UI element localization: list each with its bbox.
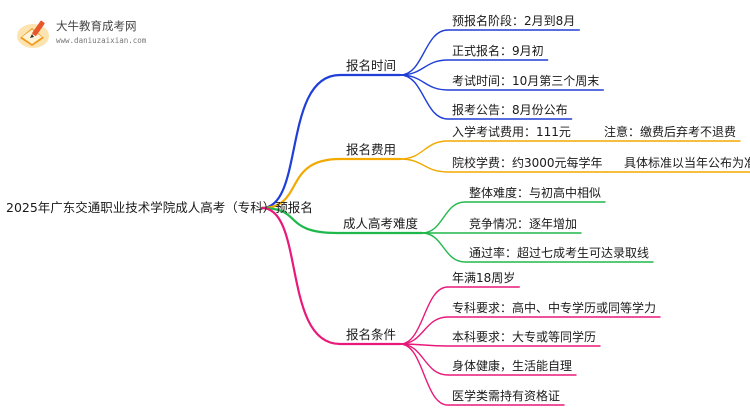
- leaf-connector-2-2: [421, 232, 654, 263]
- branch-node-2: 成人高考难度: [343, 216, 419, 231]
- branch-node-0: 报名时间: [346, 58, 397, 73]
- leaf-node-0-1: 正式报名：9月初: [452, 44, 544, 58]
- leaf-connector-1-0: [399, 140, 576, 160]
- branch-connector-2: [260, 206, 424, 235]
- logo-url: www.daniuzaixian.com: [56, 36, 147, 45]
- leaf-node-3-2: 本科要求：大专或等同学历: [452, 330, 597, 344]
- leaf-connector-3-4: [399, 343, 565, 406]
- child-node-1-1: 具体标准以当年公布为准: [624, 156, 750, 170]
- leaf-connector-0-3: [399, 74, 573, 120]
- leaf-node-3-1: 专科要求：高中、中专学历或同等学力: [452, 301, 657, 315]
- leaf-node-0-2: 考试时间：10月第三个周末: [452, 74, 600, 88]
- leaf-node-1-1: 院校学费：约3000元每学年: [452, 156, 603, 170]
- leaf-node-0-0: 预报名阶段：2月到8月: [452, 14, 576, 28]
- book-pencil-icon: [17, 20, 49, 48]
- leaf-node-2-2: 通过率：超过七成考生可达录取线: [469, 246, 650, 260]
- leaf-connector-3-3: [399, 343, 577, 376]
- leaf-connector-0-0: [399, 29, 580, 76]
- leaf-node-3-3: 身体健康，生活能自理: [452, 359, 573, 373]
- leaf-connector-3-1: [399, 316, 661, 345]
- leaf-connector-0-1: [399, 59, 549, 76]
- leaf-node-2-1: 竞争情况：逐年增加: [469, 217, 578, 231]
- branch-connector-0: [260, 73, 402, 210]
- leaf-node-1-0: 入学考试费用：111元: [452, 125, 571, 139]
- leaf-node-3-4: 医学类需持有资格证: [452, 389, 561, 403]
- leaf-node-3-0: 年满18周岁: [452, 271, 516, 285]
- leaf-connector-2-0: [421, 201, 606, 234]
- branch-node-3: 报名条件: [346, 327, 397, 342]
- child-node-1-0: 注意：缴费后弃考不退费: [604, 125, 737, 139]
- leaf-node-2-0: 整体难度：与初高中相似: [469, 186, 602, 200]
- leaf-connector-3-0: [399, 286, 520, 345]
- branch-connector-1: [260, 157, 402, 210]
- leaf-node-0-3: 报考公告：8月份公布: [452, 103, 568, 117]
- branch-node-1: 报名费用: [346, 142, 397, 157]
- root-node: 2025年广东交通职业技术学院成人高考（专科）预报名: [6, 200, 313, 215]
- leaf-connector-0-2: [399, 74, 604, 91]
- leaf-connector-1-1: [399, 158, 608, 173]
- site-logo: 大牛教育成考网 www.daniuzaixian.com: [14, 16, 174, 56]
- branch-connector-3: [260, 206, 402, 346]
- leaf-connector-3-2: [399, 343, 601, 347]
- logo-title: 大牛教育成考网: [56, 19, 137, 33]
